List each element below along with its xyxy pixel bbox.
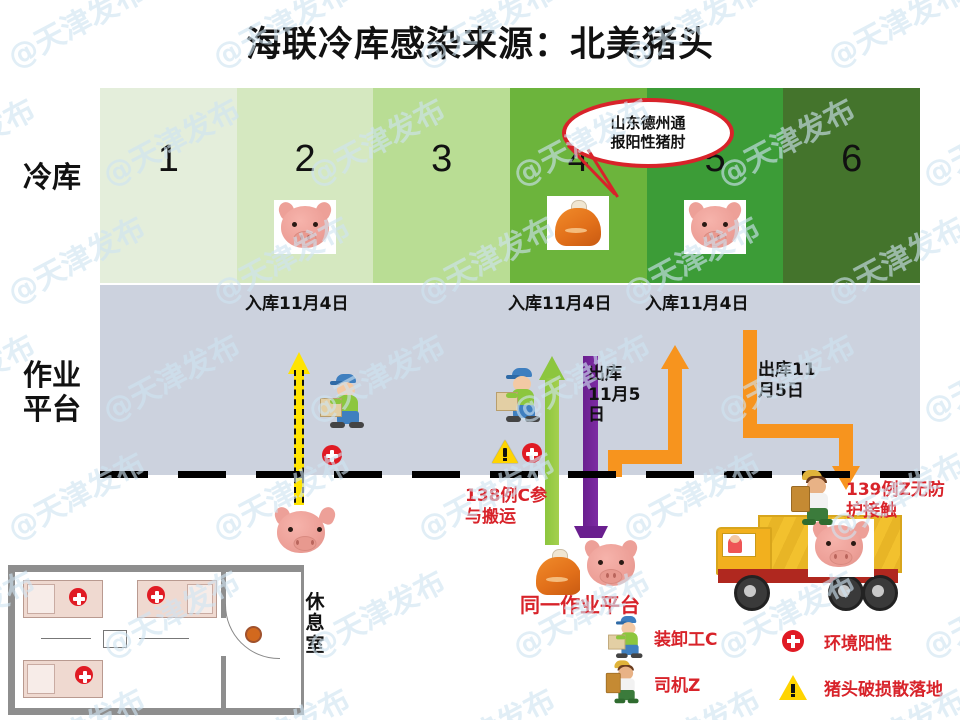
legend-item-broken-pig-head: 猪头破损散落地 (770, 664, 943, 710)
callout-positive-pork-elbow: 山东德州通 报阳性猪肘 (562, 98, 734, 198)
warning-triangle-icon (770, 664, 816, 710)
pig-head-icon-truck-cargo (808, 518, 874, 577)
rest-room-floor-plan (8, 565, 304, 715)
red-cross-icon-plan-2 (147, 586, 165, 604)
callout-line-2: 报阳性猪肘 (610, 133, 686, 151)
driver-worker-icon (600, 660, 646, 706)
pig-head-icon (274, 199, 336, 254)
cell-number: 6 (841, 138, 863, 180)
cold-storage-cell-6[interactable]: 6 (783, 88, 921, 283)
legend: 装卸工C 司机Z 环境阳性 猪头破损散落地 (600, 612, 960, 712)
legend-item-driver: 司机Z (600, 660, 700, 706)
watermark-text: @天津发布 (917, 92, 960, 194)
legend-item-environment-positive: 环境阳性 (770, 618, 892, 664)
watermark-text: @天津发布 (408, 675, 561, 720)
driver-worker-icon-on-truck (790, 470, 842, 528)
legend-label: 猪头破损散落地 (824, 679, 943, 700)
callout-bubble: 山东德州通 报阳性猪肘 (562, 98, 734, 168)
red-cross-icon-plan-1 (69, 588, 87, 606)
cell-number: 1 (157, 138, 179, 180)
cold-storage-row: 1 2 3 4 5 (100, 88, 921, 283)
legend-label: 环境阳性 (824, 633, 892, 654)
red-cross-icon-plan-3 (75, 666, 93, 684)
watermark-text: @天津发布 (917, 328, 960, 430)
page-title: 海联冷库感染来源：北美猪头 (245, 25, 714, 65)
loading-dock-edge (100, 471, 920, 478)
door-marker (245, 626, 262, 643)
warning-triangle-icon-platform (492, 440, 518, 463)
legend-label: 装卸工C (654, 629, 718, 650)
yellow-dashed-arrow-up (288, 352, 310, 532)
legend-label: 司机Z (654, 675, 701, 696)
callout-line-1: 山东德州通 (610, 113, 686, 132)
annotation-case-138: 138例C参 与搬运 (465, 486, 547, 527)
cold-storage-cell-1[interactable]: 1 (100, 88, 237, 283)
loader-worker-icon (600, 614, 646, 660)
annotation-inbound-1: 入库11月4日 (245, 294, 349, 314)
pig-head-icon-platform (580, 537, 642, 594)
cell-number: 3 (431, 138, 453, 180)
cold-storage-cell-2[interactable]: 2 (236, 88, 374, 283)
pig-head-icon (684, 199, 747, 254)
cold-storage-cell-3[interactable]: 3 (373, 88, 511, 283)
loader-worker-icon-platform-left (316, 372, 372, 430)
pork-elbow-icon-platform (528, 545, 586, 595)
red-cross-icon-platform-left (322, 445, 342, 465)
rest-room-label: 休 息 室 (305, 591, 325, 656)
delivery-truck-icon (712, 497, 902, 611)
row-label-work-platform: 作业 平台 (22, 358, 81, 427)
pig-head-icon-rest-area (270, 504, 340, 565)
annotation-inbound-2: 入库11月4日 (508, 294, 612, 314)
green-arrow-up (539, 356, 565, 556)
annotation-outbound-2: 出库11 月5日 (758, 360, 816, 401)
legend-item-loader: 装卸工C (600, 614, 717, 660)
pork-elbow-icon (547, 196, 610, 250)
red-cross-icon-platform-mid (522, 443, 542, 463)
annotation-inbound-3: 入库11月4日 (645, 294, 749, 314)
red-cross-icon (770, 618, 816, 664)
row-label-cold-storage: 冷库 (22, 160, 81, 194)
annotation-same-platform: 同一作业平台 (520, 593, 640, 617)
cell-number: 2 (294, 138, 316, 180)
orange-elbow-arrow-up (608, 345, 698, 477)
annotation-case-139: 139例Z无防 护接触 (846, 480, 945, 521)
annotation-outbound-1: 出库 11月5 日 (588, 364, 641, 426)
orange-elbow-arrow-down (743, 330, 863, 490)
loader-worker-icon-platform-mid (492, 366, 548, 424)
